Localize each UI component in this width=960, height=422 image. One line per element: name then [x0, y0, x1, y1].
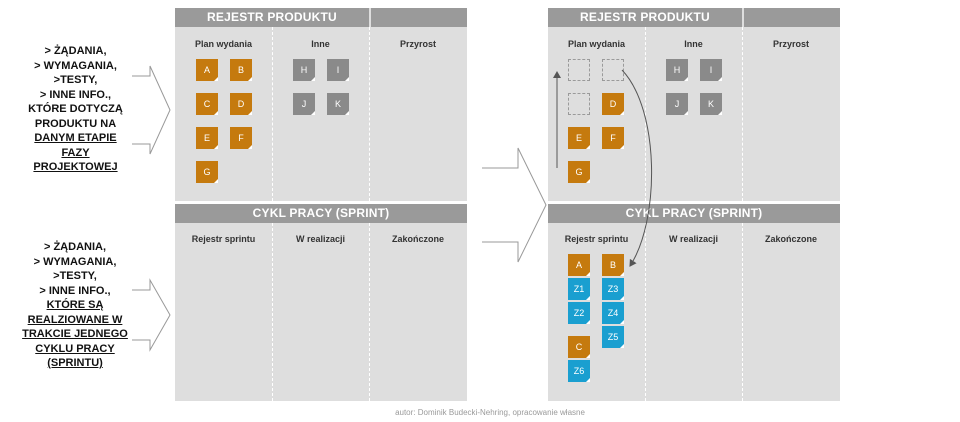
card: F — [230, 127, 252, 149]
card: J — [666, 93, 688, 115]
note-bottom-underlined: CYKLU PRACY — [35, 342, 115, 355]
right-col-sprint-backlog: Rejestr sprintu — [564, 234, 629, 244]
right-col-plan: Plan wydania — [567, 39, 626, 49]
empty-card-slot — [568, 93, 590, 115]
note-top-line: > WYMAGANIA, — [34, 59, 117, 72]
note-bottom-underlined: KTÓRE SĄ — [46, 299, 104, 311]
card: Z3 — [602, 278, 624, 300]
note-top-line: KTÓRE DOTYCZĄ — [28, 103, 123, 115]
card: Z1 — [568, 278, 590, 300]
right-divider — [742, 27, 743, 201]
chevron-arrow-top — [132, 65, 171, 155]
note-top-underlined: PROJEKTOWEJ — [33, 161, 118, 173]
left-sprint-title: CYKL PRACY (SPRINT) — [252, 206, 390, 220]
card: B — [602, 254, 624, 276]
card: I — [327, 59, 349, 81]
left-backlog-title: REJESTR PRODUKTU — [207, 10, 337, 24]
left-col-other: Inne — [311, 39, 330, 49]
card: K — [700, 93, 722, 115]
left-separator — [175, 201, 467, 204]
right-separator — [548, 201, 840, 204]
note-bottom-line: > ŻĄDANIA, — [43, 241, 107, 253]
card: G — [196, 161, 218, 183]
card: Z6 — [568, 360, 590, 382]
curved-move-arrow — [621, 69, 653, 267]
card: B — [230, 59, 252, 81]
note-top-line: > INNE INFO., — [39, 88, 112, 101]
note-bottom-line: >TESTY, — [53, 270, 97, 282]
card: D — [602, 93, 624, 115]
card: F — [602, 127, 624, 149]
right-divider — [645, 27, 646, 201]
note-top-line: >TESTY, — [53, 74, 98, 86]
big-chevron-arrow — [482, 147, 547, 263]
note-top-underlined: FAZY — [61, 146, 90, 159]
card: J — [293, 93, 315, 115]
right-backlog-title: REJESTR PRODUKTU — [580, 10, 710, 24]
left-divider — [272, 223, 273, 401]
left-col-increment: Przyrost — [399, 39, 436, 49]
card: Z4 — [602, 302, 624, 324]
card: H — [666, 59, 688, 81]
left-divider — [272, 27, 273, 201]
right-sprint-header: CYKL PRACY (SPRINT) — [548, 204, 840, 223]
note-bottom-underlined: (SPRINTU) — [47, 357, 103, 369]
right-divider — [742, 223, 743, 401]
card: G — [568, 161, 590, 183]
card: C — [196, 93, 218, 115]
right-col-other: Inne — [684, 39, 703, 49]
note-bottom-line: > INNE INFO., — [39, 284, 111, 297]
left-backlog-header-extra — [371, 8, 467, 27]
left-col-sprint-backlog: Rejestr sprintu — [191, 234, 256, 244]
right-sprint-title: CYKL PRACY (SPRINT) — [625, 206, 763, 220]
right-col-done: Zakończone — [764, 234, 817, 244]
card: K — [327, 93, 349, 115]
left-sprint-header: CYKL PRACY (SPRINT) — [175, 204, 467, 223]
chevron-arrow-bottom — [132, 278, 171, 352]
card: A — [196, 59, 218, 81]
note-top-underlined: DANYM ETAPIE — [34, 132, 117, 144]
card: E — [196, 127, 218, 149]
note-top-line: PRODUKTU NA — [34, 117, 117, 130]
card: E — [568, 127, 590, 149]
left-col-in-progress: W realizacji — [295, 234, 346, 244]
left-divider — [369, 223, 370, 401]
card: Z2 — [568, 302, 590, 324]
right-divider — [645, 223, 646, 401]
note-top: > ŻĄDANIA, > WYMAGANIA, >TESTY, > INNE I… — [18, 44, 133, 175]
right-backlog-header-extra — [744, 8, 840, 27]
card: D — [230, 93, 252, 115]
card: A — [568, 254, 590, 276]
note-bottom: > ŻĄDANIA, > WYMAGANIA, >TESTY, > INNE I… — [14, 240, 136, 371]
right-col-in-progress: W realizacji — [668, 234, 719, 244]
left-divider — [369, 27, 370, 201]
note-bottom-underlined: TRAKCIE JEDNEGO — [22, 328, 128, 340]
note-top-line: > ŻĄDANIA, — [44, 45, 107, 57]
right-col-increment: Przyrost — [772, 39, 809, 49]
empty-card-slot — [568, 59, 590, 81]
credit-text: autor: Dominik Budecki-Nehring, opracowa… — [395, 408, 585, 417]
note-bottom-line: > WYMAGANIA, — [33, 255, 117, 268]
card: C — [568, 336, 590, 358]
left-backlog-header: REJESTR PRODUKTU — [175, 8, 369, 27]
left-col-plan: Plan wydania — [194, 39, 253, 49]
card: Z5 — [602, 326, 624, 348]
card: H — [293, 59, 315, 81]
left-col-done: Zakończone — [391, 234, 444, 244]
card: I — [700, 59, 722, 81]
right-backlog-header: REJESTR PRODUKTU — [548, 8, 742, 27]
note-bottom-underlined: REALZIOWANE W — [27, 313, 123, 326]
empty-card-slot — [602, 59, 624, 81]
